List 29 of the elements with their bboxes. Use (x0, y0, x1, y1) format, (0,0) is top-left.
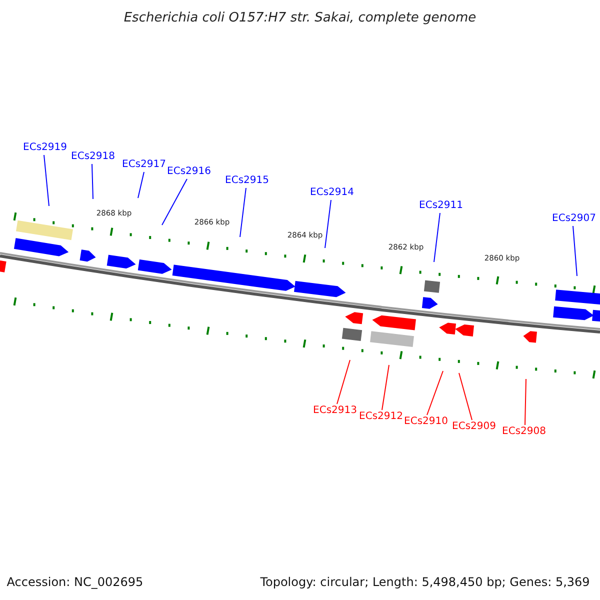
gene-label: ECs2912 (359, 412, 403, 422)
gene-label: ECs2919 (23, 143, 67, 153)
genome-summary: Topology: circular; Length: 5,498,450 bp; Genes: 5,369 (260, 576, 590, 588)
leader-line (162, 178, 188, 226)
gene-label: ECs2914 (310, 188, 354, 198)
leader-line (382, 364, 390, 410)
gene-label: ECs2909 (452, 422, 496, 432)
leader-line (426, 370, 444, 416)
leader-line (434, 212, 440, 262)
title: Escherichia coli O157:H7 str. Sakai, complete genome (124, 12, 476, 24)
leader-line (336, 360, 350, 404)
leader-line (458, 372, 472, 420)
gene-label: ECs2915 (225, 176, 269, 186)
leader-line (524, 378, 526, 426)
leader-line (138, 172, 144, 198)
gene-label: ECs2911 (419, 201, 463, 211)
gene-label: ECs2918 (71, 152, 115, 162)
accession-label: Accession: NC_002695 (6, 576, 144, 588)
leader-line (240, 188, 246, 238)
gene-label: ECs2917 (122, 160, 166, 170)
gene-label: ECs2908 (502, 427, 546, 437)
gene-label: ECs2910 (404, 417, 448, 427)
leader-line (44, 154, 50, 206)
gene-label: ECs2907 (552, 214, 596, 224)
gene-label: ECs2916 (167, 167, 211, 177)
leader-line (572, 226, 578, 276)
leader-line (324, 200, 332, 248)
gene-label: ECs2913 (313, 406, 357, 416)
leader-line (92, 164, 94, 200)
